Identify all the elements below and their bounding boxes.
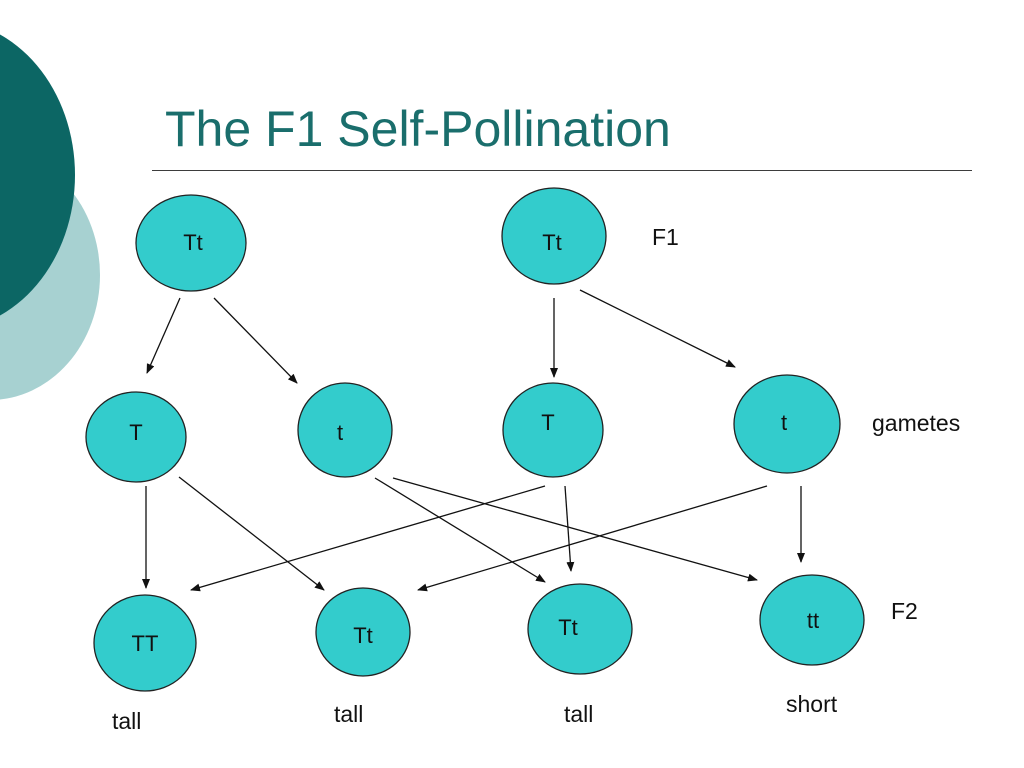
f2-node-2: Tt <box>315 587 411 677</box>
gamete-node-4-label: t <box>781 410 787 435</box>
f1-node-left-label: Tt <box>183 230 203 255</box>
phenotype-label-2: tall <box>334 701 364 727</box>
f2-node-3-label: Tt <box>558 615 578 640</box>
f2-node-4: tt <box>759 574 865 666</box>
arrow-T1-to-Tt <box>178 476 325 591</box>
phenotype-label-4: short <box>786 691 838 717</box>
gamete-node-1: T <box>85 391 187 483</box>
gamete-node-4: t <box>733 374 841 474</box>
f1-node-left: Tt <box>135 194 247 292</box>
arrow-f1left-to-t <box>213 297 298 384</box>
f1-node-right-label: Tt <box>542 230 562 255</box>
arrow-t2-to-Tt <box>374 477 546 583</box>
gamete-node-2: t <box>297 382 393 478</box>
arrow-f1right-to-t <box>579 289 736 368</box>
arrow-t4-to-Tt <box>417 485 768 592</box>
gamete-node-3: T <box>502 382 604 478</box>
phenotype-label-3: tall <box>564 701 594 727</box>
gamete-node-1-label: T <box>129 420 142 445</box>
arrows <box>142 289 805 592</box>
gamete-node-3-label: T <box>541 410 554 435</box>
arrow-t2-to-tt <box>392 477 758 582</box>
f1-node-right: Tt <box>501 187 607 285</box>
arrow-T3-to-TT <box>190 485 546 592</box>
arrow-T3-to-Tt <box>564 485 575 572</box>
f1-generation-label: F1 <box>652 224 679 250</box>
title-divider <box>152 170 972 171</box>
phenotype-label-1: tall <box>112 708 142 734</box>
f2-node-3: Tt <box>527 583 633 675</box>
f2-node-4-label: tt <box>807 608 819 633</box>
f2-generation-label: F2 <box>891 598 918 624</box>
f2-node-1: TT <box>93 594 197 692</box>
page-title: The F1 Self-Pollination <box>165 101 671 157</box>
gamete-node-2-label: t <box>337 420 343 445</box>
f2-node-1-label: TT <box>132 631 159 656</box>
f2-node-2-label: Tt <box>353 623 373 648</box>
gametes-label: gametes <box>872 410 961 436</box>
arrow-f1left-to-T <box>146 297 181 374</box>
